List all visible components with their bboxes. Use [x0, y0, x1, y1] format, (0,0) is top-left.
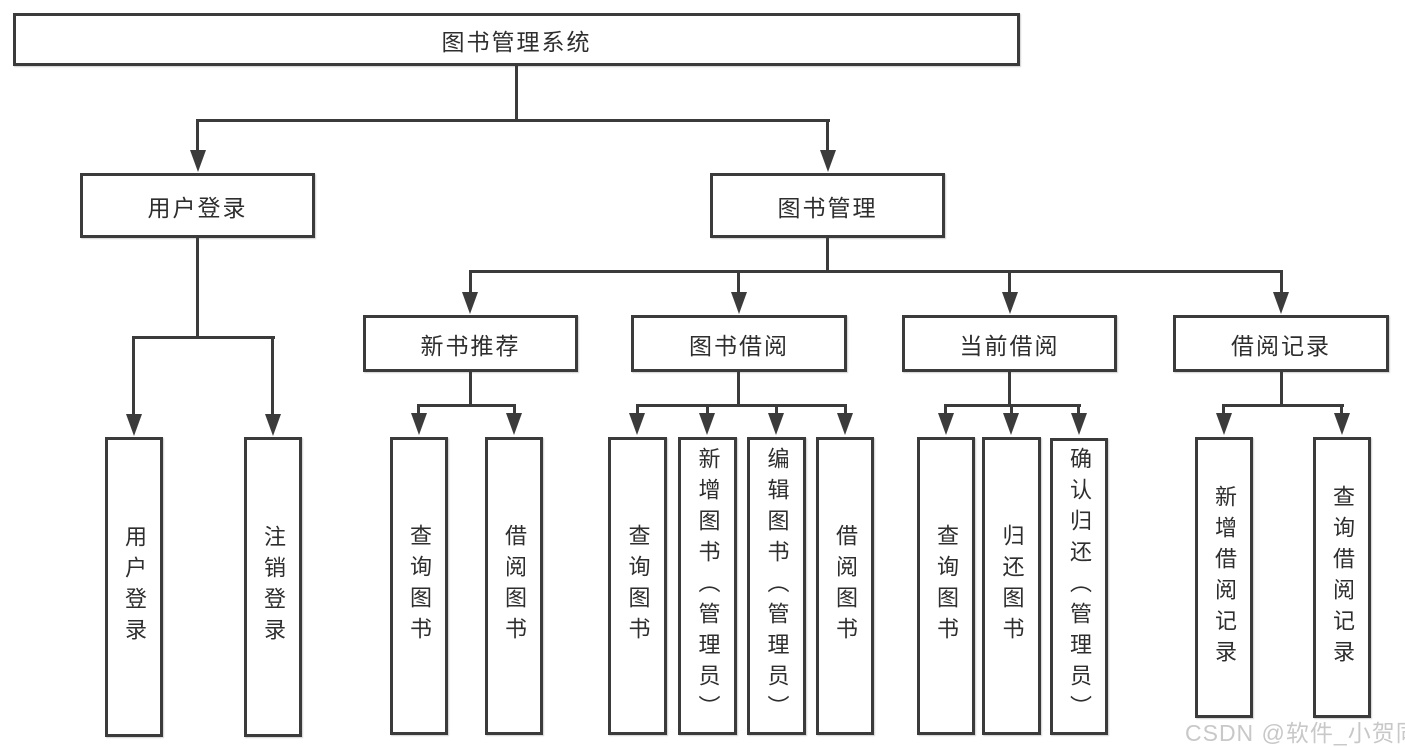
connector-line: [515, 66, 518, 122]
connector-line: [133, 336, 275, 339]
connector-line: [826, 238, 829, 273]
connector-line: [945, 404, 1081, 407]
connector-line: [196, 119, 199, 153]
leaf-query-borrow-record: 查询借阅记录: [1313, 437, 1371, 718]
node-borrowing-records: 借阅记录: [1173, 315, 1389, 372]
leaf-query-books-recommend: 查询图书: [390, 437, 448, 735]
connector-line: [469, 372, 472, 407]
arrow-down-icon: [1071, 413, 1087, 435]
leaf-query-books-borrowing: 查询图书: [608, 437, 667, 735]
arrow-down-icon: [820, 150, 836, 172]
leaf-label: 用户登录: [122, 525, 147, 649]
arrow-down-icon: [938, 413, 954, 435]
connector-line: [1010, 404, 1013, 415]
connector-line: [1077, 404, 1080, 415]
connector-line: [636, 404, 639, 415]
connector-line: [196, 238, 199, 339]
arrow-down-icon: [1273, 292, 1289, 314]
arrow-down-icon: [190, 150, 206, 172]
node-library-management-system: 图书管理系统: [13, 13, 1020, 66]
connector-line: [737, 372, 740, 407]
node-label: 用户登录: [147, 194, 248, 221]
leaf-label: 注销登录: [261, 525, 286, 649]
leaf-label: 查询借阅记录: [1330, 484, 1355, 671]
arrow-down-icon: [768, 413, 784, 435]
leaf-query-books-current: 查询图书: [917, 437, 975, 735]
node-label: 新书推荐: [420, 332, 521, 359]
arrow-down-icon: [506, 413, 522, 435]
connector-line: [1222, 404, 1225, 415]
node-label: 借阅记录: [1231, 332, 1331, 359]
arrow-down-icon: [462, 292, 478, 314]
connector-line: [513, 404, 516, 415]
arrow-down-icon: [837, 413, 853, 435]
leaf-confirm-return-admin: 确认归还（管理员）: [1050, 438, 1108, 735]
connector-line: [1280, 270, 1283, 294]
leaf-label: 查询图书: [625, 524, 651, 648]
leaf-add-borrow-record: 新增借阅记录: [1195, 437, 1253, 718]
leaf-logout: 注销登录: [244, 437, 302, 737]
leaf-borrow-books-recommend: 借阅图书: [485, 437, 543, 735]
leaf-label: 借阅图书: [833, 524, 858, 648]
leaf-user-login: 用户登录: [105, 437, 163, 737]
arrow-down-icon: [411, 413, 427, 435]
connector-line: [737, 270, 740, 294]
leaf-label: 确认归还（管理员）: [1067, 447, 1092, 726]
node-book-borrowing: 图书借阅: [631, 315, 847, 372]
arrow-down-icon: [1003, 413, 1019, 435]
connector-line: [469, 270, 472, 294]
leaf-borrow-books-borrowing: 借阅图书: [816, 437, 874, 735]
leaf-return-books: 归还图书: [982, 437, 1041, 735]
node-book-management: 图书管理: [710, 173, 945, 238]
arrow-down-icon: [1216, 413, 1232, 435]
connector-line: [1340, 404, 1343, 415]
connector-line: [636, 404, 847, 407]
connector-line: [271, 336, 274, 415]
connector-line: [132, 336, 135, 415]
leaf-add-books-admin: 新增图书（管理员）: [678, 437, 737, 735]
connector-line: [826, 119, 829, 153]
node-label: 当前借阅: [959, 332, 1060, 359]
connector-line: [1280, 372, 1283, 407]
node-label: 图书管理系统: [441, 28, 592, 55]
leaf-edit-books-admin: 编辑图书（管理员）: [747, 437, 806, 735]
connector-line: [417, 404, 420, 415]
connector-line: [418, 404, 516, 407]
watermark-text: CSDN @软件_小贺同学: [1185, 720, 1405, 746]
connector-line: [1008, 270, 1011, 294]
connector-line: [469, 270, 1283, 273]
node-label: 图书管理: [777, 194, 878, 221]
arrow-down-icon: [1002, 292, 1018, 314]
arrow-down-icon: [126, 414, 142, 436]
arrow-down-icon: [1334, 413, 1350, 435]
leaf-label: 归还图书: [999, 524, 1025, 648]
arrow-down-icon: [265, 414, 281, 436]
node-user-login: 用户登录: [80, 173, 315, 238]
leaf-label: 查询图书: [934, 524, 959, 648]
leaf-label: 借阅图书: [502, 524, 527, 648]
connector-line: [775, 404, 778, 415]
connector-line: [1223, 404, 1344, 407]
node-current-borrowing: 当前借阅: [902, 315, 1117, 372]
leaf-label: 编辑图书（管理员）: [764, 446, 790, 726]
connector-line: [196, 119, 830, 122]
leaf-label: 查询图书: [407, 524, 432, 648]
connector-line: [944, 404, 947, 415]
leaf-label: 新增图书（管理员）: [695, 446, 721, 726]
arrow-down-icon: [699, 413, 715, 435]
node-label: 图书借阅: [689, 332, 789, 359]
connector-line: [844, 404, 847, 415]
node-new-book-recommendation: 新书推荐: [363, 315, 578, 372]
connector-line: [1008, 372, 1011, 407]
connector-line: [706, 404, 709, 415]
arrow-down-icon: [731, 292, 747, 314]
arrow-down-icon: [629, 413, 645, 435]
leaf-label: 新增借阅记录: [1212, 484, 1237, 671]
